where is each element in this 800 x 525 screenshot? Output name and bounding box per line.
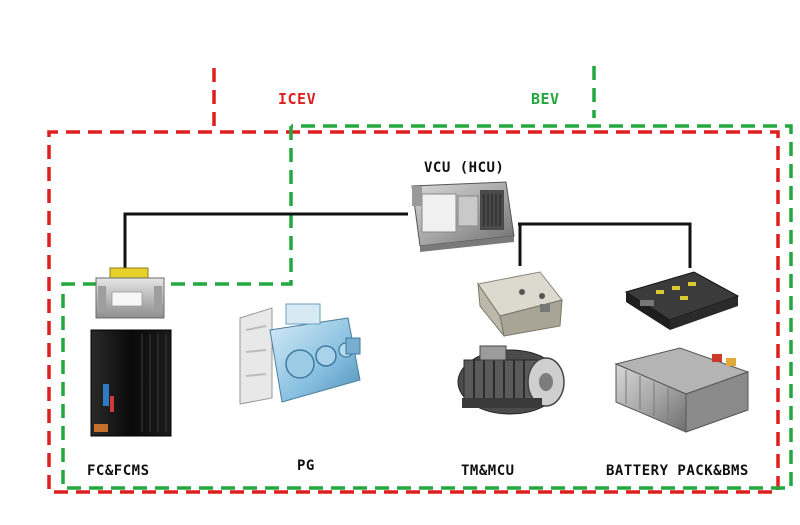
control-wiring (123, 212, 692, 276)
vcu-icon (411, 181, 515, 252)
fc-fcms-label: FC&FCMS (87, 463, 150, 479)
vcu-label: VCU (HCU) (424, 160, 505, 176)
tm-mcu-label: TM&MCU (461, 463, 515, 479)
battery-pack-bms-label: BATTERY PACK&BMS (606, 463, 749, 479)
pg-label: PG (297, 458, 315, 474)
bms-icon (624, 271, 740, 330)
fcms-controller-icon (95, 267, 165, 319)
icev-label: ICEV (278, 90, 317, 108)
bev-boundary (61, 66, 793, 490)
mcu-icon (477, 271, 563, 337)
traction-motor-icon (457, 345, 565, 415)
battery-pack-icon (614, 347, 750, 433)
icev-boundary (47, 68, 780, 494)
bev-label: BEV (531, 90, 560, 108)
fuel-cell-stack-icon (90, 329, 172, 437)
power-generator-icon (239, 303, 361, 405)
